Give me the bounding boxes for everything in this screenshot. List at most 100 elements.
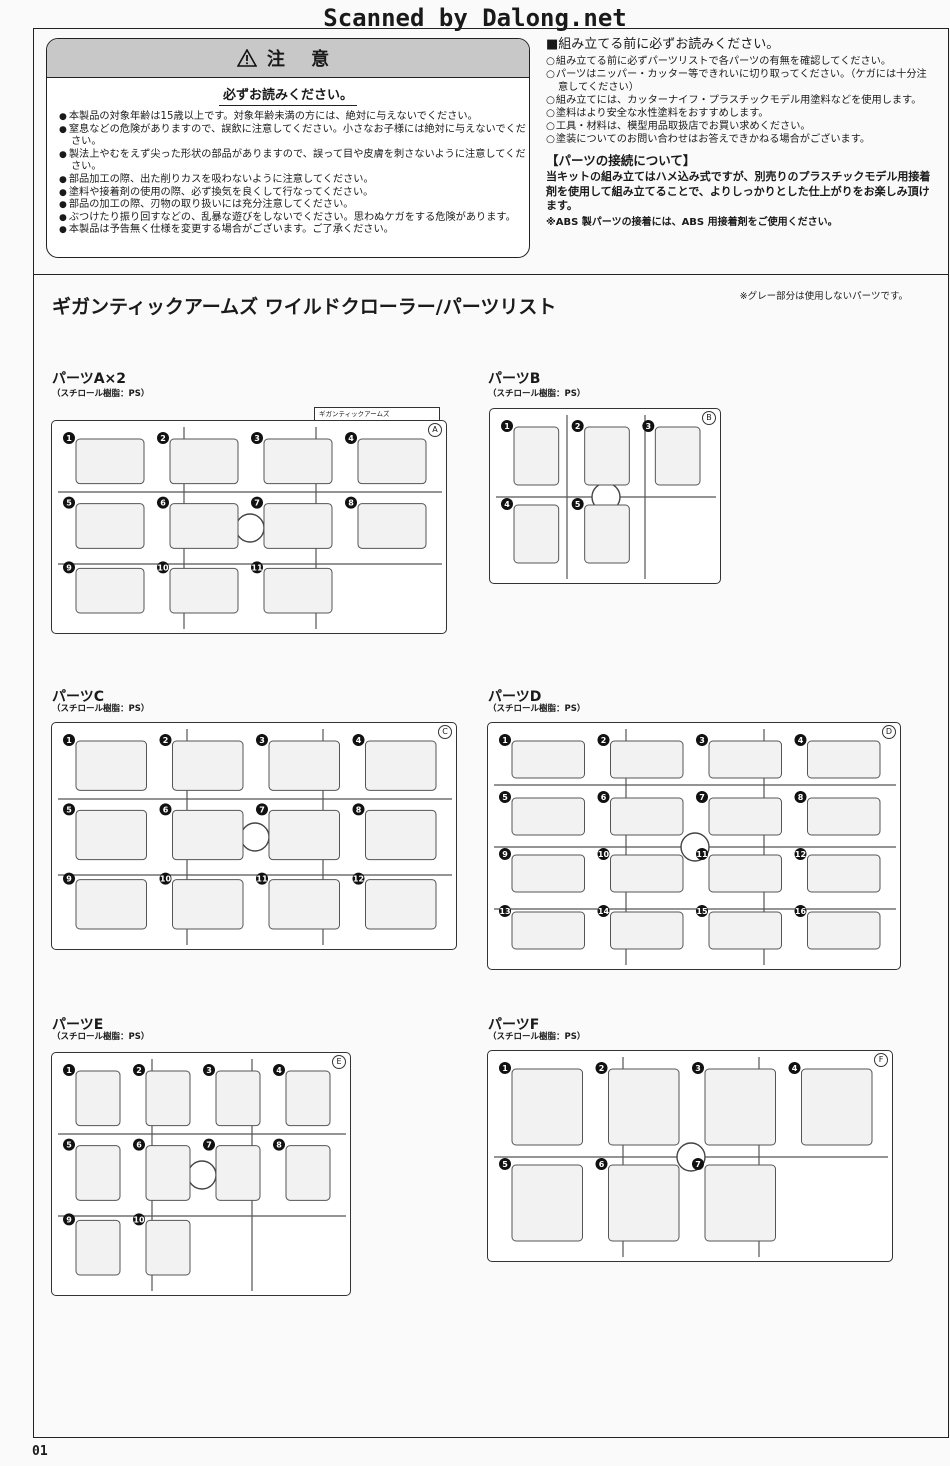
part-number: 13 xyxy=(499,907,510,916)
part-3: 3 xyxy=(256,734,340,791)
part-12: 12 xyxy=(794,848,881,893)
read-before-item: 塗装についてのお問い合わせはお答えできかねる場合がございます。 xyxy=(546,133,936,146)
part-10: 10 xyxy=(597,848,684,893)
part-number: 7 xyxy=(699,793,705,802)
part-number-badge xyxy=(597,905,610,917)
part-number-badge xyxy=(159,734,172,746)
part-number-badge xyxy=(692,1062,704,1074)
part-number-badge xyxy=(794,905,807,917)
part-number-badge xyxy=(133,1138,145,1151)
runner-c-material: （スチロール樹脂：PS） xyxy=(52,704,150,714)
part-15: 15 xyxy=(696,905,782,950)
runner-a-tag: ギガンティックアームズ xyxy=(314,407,440,421)
part-number: 5 xyxy=(66,1141,72,1150)
part-number-badge xyxy=(696,791,708,803)
part-1: 1 xyxy=(63,432,145,485)
caution-item: 窒息などの危険がありますので、誤飲に注意してください。小さなお子様には絶対に与え… xyxy=(59,124,529,149)
part-11: 11 xyxy=(696,848,782,893)
part-number: 3 xyxy=(695,1064,701,1073)
part-number-badge xyxy=(256,872,268,885)
part-number-badge xyxy=(788,1062,801,1074)
connect-body: 当キットの組み立てはハメ込み式ですが、別売りのプラスチックモデル用接着剤を使用し… xyxy=(546,170,931,212)
part-8: 8 xyxy=(273,1138,331,1201)
part-8: 8 xyxy=(345,496,427,549)
part-6: 6 xyxy=(597,791,684,836)
part-number: 2 xyxy=(575,422,581,431)
part-number-badge xyxy=(571,420,584,432)
parts-list-title: ギガンティックアームズ ワイルドクローラー/パーツリスト xyxy=(52,296,557,318)
runner-f-label: パーツF xyxy=(488,1017,540,1033)
part-number: 4 xyxy=(356,736,362,745)
read-before-item: 工具・材料は、模型用品取扱店でお買い求めください。 xyxy=(546,120,936,133)
part-number-badge xyxy=(63,803,75,816)
read-before-item: 組み立てる前に必ずパーツリストで各パーツの有無を確認してください。 xyxy=(546,55,936,68)
part-5: 5 xyxy=(499,791,585,836)
part-number: 1 xyxy=(66,1066,72,1075)
part-14: 14 xyxy=(597,905,684,950)
connect-title: 【パーツの接続について】 xyxy=(546,153,696,168)
part-number: 11 xyxy=(696,850,708,859)
part-number: 8 xyxy=(348,499,354,508)
part-number: 9 xyxy=(502,850,508,859)
part-6: 6 xyxy=(157,496,239,549)
part-number-badge xyxy=(692,1158,704,1170)
part-2: 2 xyxy=(597,734,684,779)
part-number-badge xyxy=(794,791,807,803)
runner-f-material: （スチロール樹脂：PS） xyxy=(488,1032,586,1042)
part-number-badge xyxy=(251,561,263,574)
part-number: 3 xyxy=(699,736,705,745)
part-9: 9 xyxy=(499,848,585,893)
part-number-badge xyxy=(696,905,708,917)
part-number-badge xyxy=(499,791,511,803)
read-before-section: ■組み立てる前に必ずお読みください。 組み立てる前に必ずパーツリストで各パーツの… xyxy=(546,38,936,229)
part-number: 10 xyxy=(157,563,169,572)
part-1: 1 xyxy=(499,734,585,779)
part-number: 7 xyxy=(206,1141,212,1150)
part-number-badge xyxy=(63,432,75,444)
part-number: 6 xyxy=(136,1141,142,1150)
part-number-badge xyxy=(794,848,807,860)
sprue-hub xyxy=(187,1160,217,1190)
part-9: 9 xyxy=(63,872,147,930)
caution-box: 注 意 必ずお読みください。 本製品の対象年齢は15歳以上です。対象年齢未満の方… xyxy=(46,38,530,258)
part-5: 5 xyxy=(63,803,147,861)
part-number-badge xyxy=(499,734,511,746)
connect-note: ※ABS 製パーツの接着には、ABS 用接着剤をご使用ください。 xyxy=(546,216,838,228)
read-before-item: 塗料はより安全な水性塗料をおすすめします。 xyxy=(546,107,936,120)
part-number: 16 xyxy=(795,907,807,916)
part-number-badge xyxy=(597,734,610,746)
gray-parts-note: ※グレー部分は使用しないパーツです。 xyxy=(739,291,908,302)
page-frame xyxy=(33,28,949,1438)
part-number: 5 xyxy=(502,793,508,802)
part-number-badge xyxy=(159,803,172,816)
part-number: 2 xyxy=(599,1064,605,1073)
caution-list: 本製品の対象年齢は15歳以上です。対象年齢未満の方には、絶対に与えないでください… xyxy=(59,111,529,237)
part-number: 1 xyxy=(66,434,72,443)
part-number-badge xyxy=(159,872,172,885)
part-number-badge xyxy=(345,496,357,509)
part-number-badge xyxy=(63,561,75,574)
part-number: 4 xyxy=(276,1066,282,1075)
runner-a-label: パーツA×2 xyxy=(52,371,127,387)
runner-b-material: （スチロール樹脂：PS） xyxy=(488,389,586,399)
part-5: 5 xyxy=(571,498,630,564)
part-number-badge xyxy=(157,496,169,509)
caution-header: 注 意 xyxy=(47,39,529,78)
part-number: 7 xyxy=(695,1160,701,1169)
part-number: 2 xyxy=(160,434,166,443)
sprue-hub xyxy=(240,822,270,852)
caution-subtitle: 必ずお読みください。 xyxy=(218,88,357,106)
runner-letter: E xyxy=(332,1055,346,1069)
part-number-badge xyxy=(157,432,169,444)
part-4: 4 xyxy=(352,734,437,791)
caution-item: 部品の加工の際、刃物の取り扱いには充分注意してください。 xyxy=(59,199,529,212)
